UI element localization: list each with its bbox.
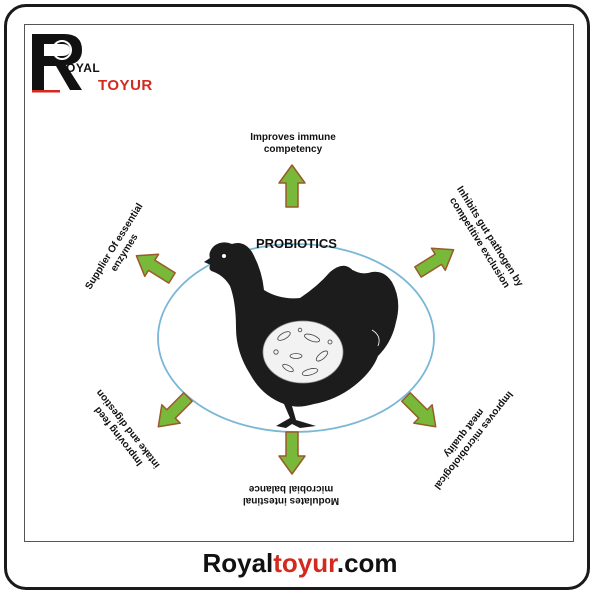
footer-dotcom: .com — [336, 548, 398, 578]
gut-microbes-illustration — [262, 320, 344, 384]
label-top: Improves immune competency — [243, 132, 343, 156]
label-top-line1: Improves immune — [250, 132, 336, 143]
footer-toyur: toyur — [273, 548, 337, 578]
arrow-lower-right — [396, 387, 446, 437]
footer-royal: Royal — [202, 548, 274, 578]
logo-word-toyur: TOYUR — [98, 77, 153, 94]
arrow-upper-left — [128, 243, 180, 290]
logo-word-royal: OYAL — [66, 61, 101, 75]
center-title: PROBIOTICS — [256, 236, 337, 251]
label-bottom-line2: microbial balance — [248, 483, 334, 494]
arrow-top — [278, 164, 306, 208]
label-top-line2: competency — [263, 144, 323, 155]
arrow-bottom — [278, 431, 306, 475]
label-bottom-line1: Modulates intestinal — [242, 495, 340, 506]
arrow-lower-left — [148, 387, 198, 437]
website-footer: Royaltoyur.com — [0, 548, 600, 579]
royal-toyur-logo — [32, 34, 82, 93]
arrow-upper-right — [410, 237, 462, 284]
label-bottom: Modulates intestinal microbial balance — [226, 482, 356, 506]
